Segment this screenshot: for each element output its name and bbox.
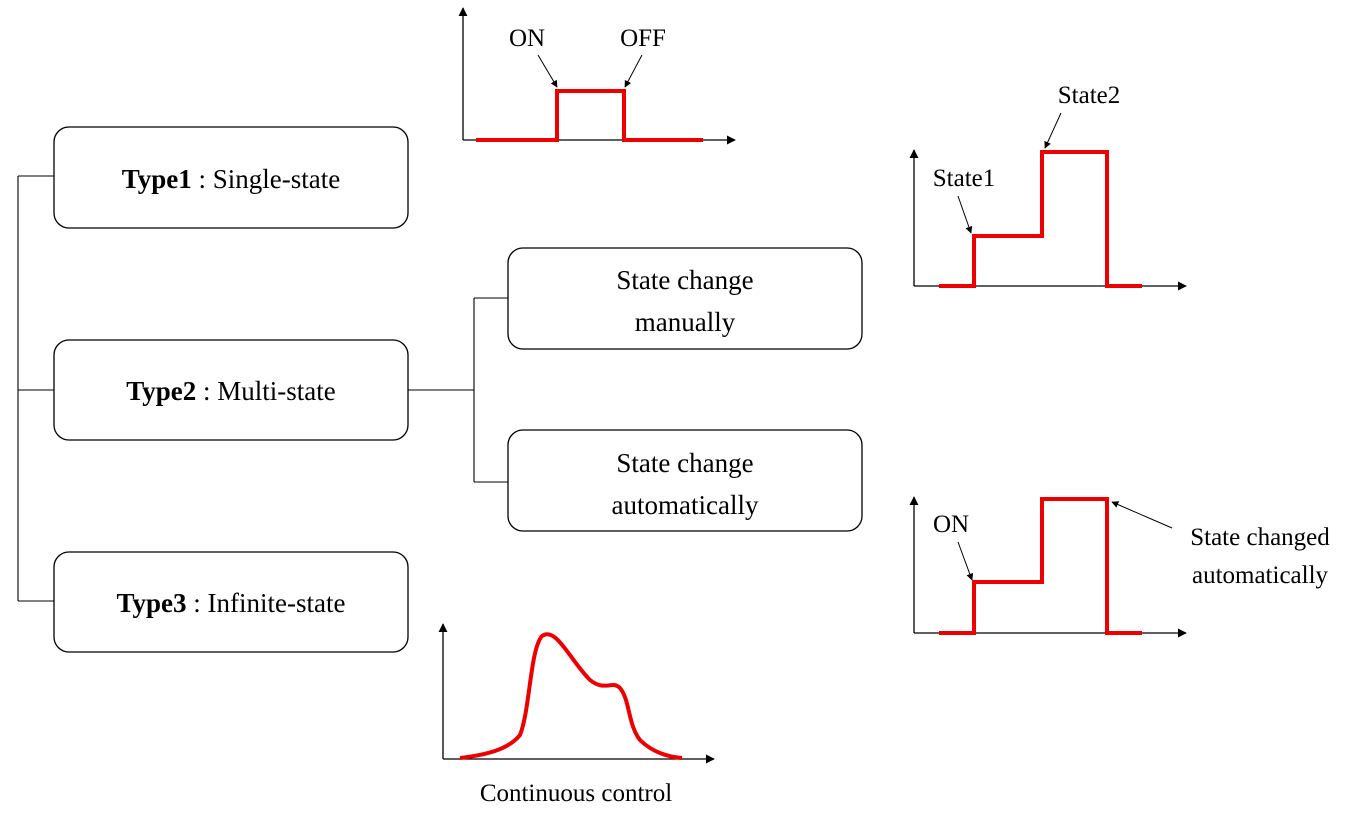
- continuous-signal-curve: [459, 632, 683, 760]
- type2-name: Type2: [126, 376, 196, 406]
- multi-signal-line: [939, 150, 1142, 288]
- automatic-box: State change automatically: [507, 429, 863, 532]
- continuous-plot: Continuous control: [438, 623, 715, 807]
- type1-desc: : Single-state: [192, 164, 340, 194]
- multi-state2-arrow: [1044, 112, 1062, 149]
- auto-changed-line1: State changed: [1190, 524, 1330, 551]
- auto-signal-line: [939, 497, 1142, 635]
- svg-text:Type3 : Infinite-state: Type3 : Infinite-state: [117, 588, 346, 618]
- type3-box: Type3 : Infinite-state: [53, 551, 409, 653]
- single-off-label: OFF: [620, 25, 666, 52]
- automatic-line1: State change: [616, 448, 753, 478]
- manual-line2: manually: [635, 307, 736, 337]
- type3-desc: : Infinite-state: [187, 588, 346, 618]
- single-on-label: ON: [509, 25, 545, 52]
- type1-box: Type1 : Single-state: [53, 126, 409, 229]
- auto-changed-line2: automatically: [1192, 562, 1329, 589]
- auto-on-label: ON: [933, 511, 969, 538]
- single-off-arrow: [624, 54, 643, 88]
- multi-state1-label: State1: [933, 165, 996, 192]
- auto-on-arrow: [957, 541, 974, 581]
- single-state-plot: ON OFF: [458, 7, 736, 145]
- type2-desc: : Multi-state: [196, 376, 335, 406]
- manual-line1: State change: [616, 265, 753, 295]
- multi-state1-arrow: [957, 195, 973, 234]
- svg-text:Type2 : Multi-state: Type2 : Multi-state: [126, 376, 336, 406]
- auto-state-plot: ON State changed automatically: [909, 496, 1330, 638]
- type3-name: Type3: [117, 588, 187, 618]
- multi-state-plot: State1 State2: [909, 82, 1187, 291]
- type2-branch-connector: [408, 297, 508, 483]
- auto-changed-arrow: [1111, 501, 1173, 529]
- type2-box: Type2 : Multi-state: [53, 339, 409, 441]
- automatic-line2: automatically: [612, 490, 759, 520]
- manual-box: State change manually: [507, 247, 863, 350]
- single-on-arrow: [537, 54, 558, 88]
- svg-text:Type1 : Single-state: Type1 : Single-state: [122, 164, 341, 194]
- tree-connector: [17, 175, 54, 602]
- single-signal-line: [476, 89, 703, 142]
- continuous-label: Continuous control: [480, 780, 672, 807]
- multi-state2-label: State2: [1058, 82, 1121, 109]
- type1-name: Type1: [122, 164, 192, 194]
